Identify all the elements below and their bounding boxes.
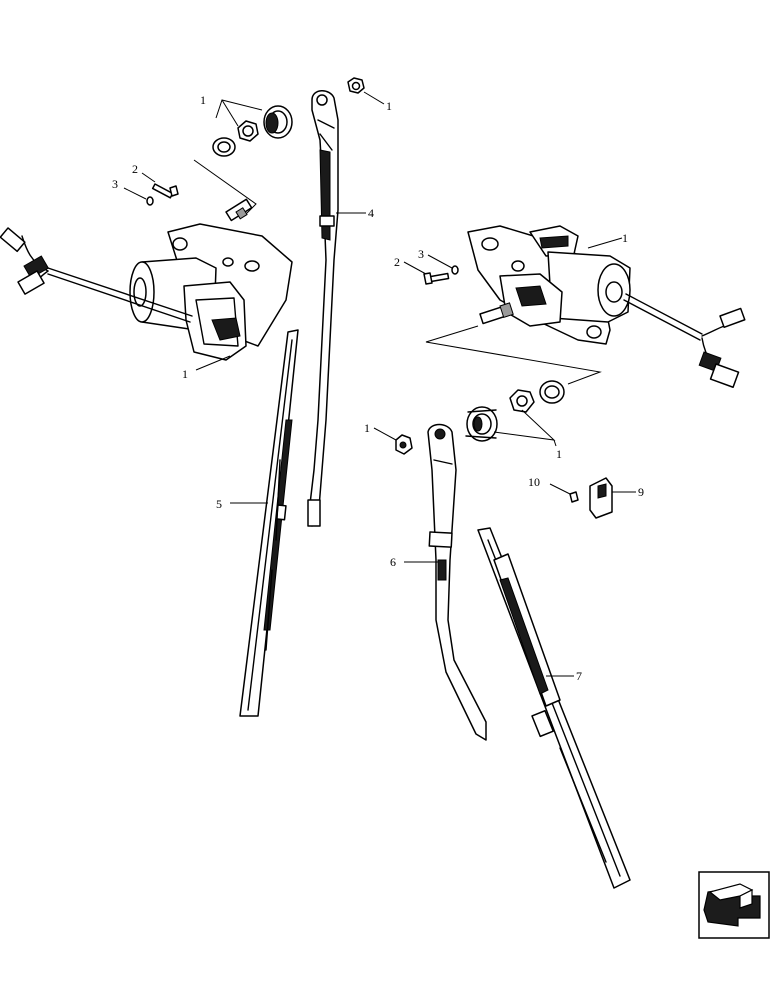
seal-ring-part	[263, 105, 293, 139]
seal-ring-part-right	[465, 406, 498, 442]
leader-2-left	[141, 172, 156, 183]
wire-harness-left	[0, 227, 193, 323]
flat-washer-part-right	[539, 380, 565, 404]
wiper-arm-4	[307, 90, 339, 527]
callout-3-right: 3	[418, 247, 424, 261]
wiper-blade-7	[477, 527, 631, 889]
callout-2-left: 2	[132, 162, 138, 176]
hex-nut-part-right	[509, 389, 535, 413]
wiper-motor-left	[129, 198, 293, 361]
wiper-motor-right	[467, 225, 631, 345]
flat-washer-part	[212, 137, 236, 157]
wire-harness-right	[623, 293, 746, 388]
leader-3-left	[123, 187, 147, 200]
nav-arrow-button[interactable]	[698, 871, 770, 939]
bolt-part-right	[423, 272, 450, 285]
callout-3-left: 3	[112, 177, 118, 191]
wiper-arm-6	[427, 423, 487, 741]
callout-1-top-left: 1	[200, 93, 206, 107]
callout-1-mid-nut: 1	[364, 421, 370, 435]
callout-1-left-motor: 1	[182, 367, 188, 381]
cover-cap-9	[589, 477, 613, 519]
leader-1-top-nut	[363, 91, 385, 105]
bolt-part-left	[151, 183, 179, 199]
leader-group-right-shaft	[425, 325, 602, 385]
leader-3-right	[427, 254, 453, 269]
callout-1-right-motor: 1	[622, 231, 628, 245]
leader-10	[549, 483, 571, 495]
leader-1-right-group	[553, 439, 557, 447]
callout-2-right: 2	[394, 255, 400, 269]
acorn-nut-top	[347, 77, 365, 94]
washer-part-right	[451, 265, 459, 275]
screw-part-10	[569, 491, 579, 503]
leader-group-right	[493, 409, 556, 441]
wiper-blade-5	[239, 329, 299, 717]
callout-10: 10	[528, 475, 540, 489]
leader-1-mid-nut	[373, 427, 397, 441]
callout-1-right-group: 1	[556, 447, 562, 461]
arrow-icon	[703, 883, 761, 927]
callout-5: 5	[216, 497, 222, 511]
leader-group-top-left	[193, 99, 263, 215]
washer-part-left	[146, 196, 154, 206]
callout-1-top-nut: 1	[386, 99, 392, 113]
acorn-nut-mid	[395, 434, 413, 455]
callout-9: 9	[638, 485, 644, 499]
leader-1-right-motor	[587, 237, 623, 249]
callout-6: 6	[390, 555, 396, 569]
leader-2-right	[403, 261, 427, 275]
callout-7: 7	[576, 669, 582, 683]
leader-1-left-motor	[195, 355, 231, 371]
callout-4: 4	[368, 206, 374, 220]
hex-nut-part	[237, 120, 259, 142]
